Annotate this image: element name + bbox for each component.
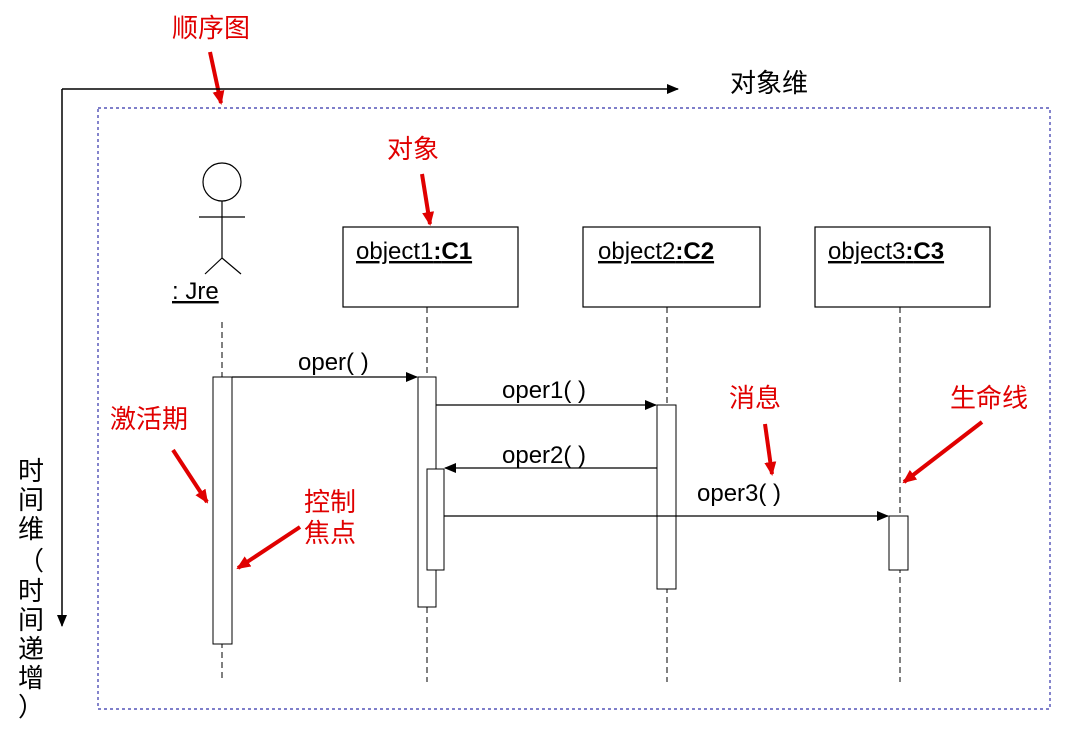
time-axis-char: ） (18, 693, 44, 723)
time-axis-char: 时 (18, 457, 44, 487)
time-axis-char: （ (18, 547, 44, 577)
annotation-focus: 控制焦点 (304, 488, 356, 549)
object-box-2 (582, 226, 761, 308)
annotation-activation-arrow (171, 448, 209, 504)
title-pointer-arrow (208, 51, 225, 105)
time-axis-char: 递 (18, 635, 44, 665)
message-label-oper3: oper3( ) (697, 480, 781, 507)
diagram-title: 顺序图 (172, 14, 250, 44)
activation-bar-object1-nested (426, 468, 445, 571)
annotation-message: 消息 (729, 384, 781, 414)
time-axis-char: 增 (18, 664, 44, 694)
activation-bar-object3 (888, 515, 909, 571)
annotation-focus-line1: 控制 (304, 488, 356, 518)
time-axis-char: 间 (18, 486, 44, 516)
time-axis-char: 时 (18, 577, 44, 607)
annotation-message-arrow (763, 423, 777, 476)
object-class: C2 (683, 238, 714, 265)
message-label-oper: oper( ) (298, 349, 369, 376)
object-class: C3 (913, 238, 944, 265)
annotation-lifeline-arrow (902, 420, 984, 484)
annotation-object-arrow (420, 173, 435, 226)
message-label-oper1: oper1( ) (502, 377, 586, 404)
object-name: object2 (598, 238, 675, 265)
object-box-1 (342, 226, 519, 308)
message-label-oper2: oper2( ) (502, 442, 586, 469)
annotation-focus-arrow (236, 525, 302, 570)
time-axis-char: 间 (18, 606, 44, 636)
time-axis-char: 维 (18, 515, 44, 545)
actor-label: : Jre (172, 278, 219, 305)
object-name: object3 (828, 238, 905, 265)
object-box-3 (814, 226, 991, 308)
time-axis-label: 时 间 维 （ 时 间 递 增 ） (18, 457, 44, 723)
activation-bar-actor (212, 376, 233, 645)
actor-stick-figure (199, 162, 245, 275)
object-label-3: object3:C3 (828, 238, 944, 265)
object-name: object1 (356, 238, 433, 265)
activation-bar-object2 (656, 404, 677, 590)
annotation-focus-line2: 焦点 (304, 519, 356, 549)
object-axis-label: 对象维 (730, 69, 808, 99)
object-label-2: object2:C2 (598, 238, 714, 265)
object-label-1: object1:C1 (356, 238, 472, 265)
diagram-frame (97, 107, 1051, 710)
annotation-lifeline: 生命线 (950, 384, 1028, 414)
annotation-object: 对象 (387, 135, 439, 165)
annotation-activation: 激活期 (110, 405, 188, 435)
object-class: C1 (441, 238, 472, 265)
